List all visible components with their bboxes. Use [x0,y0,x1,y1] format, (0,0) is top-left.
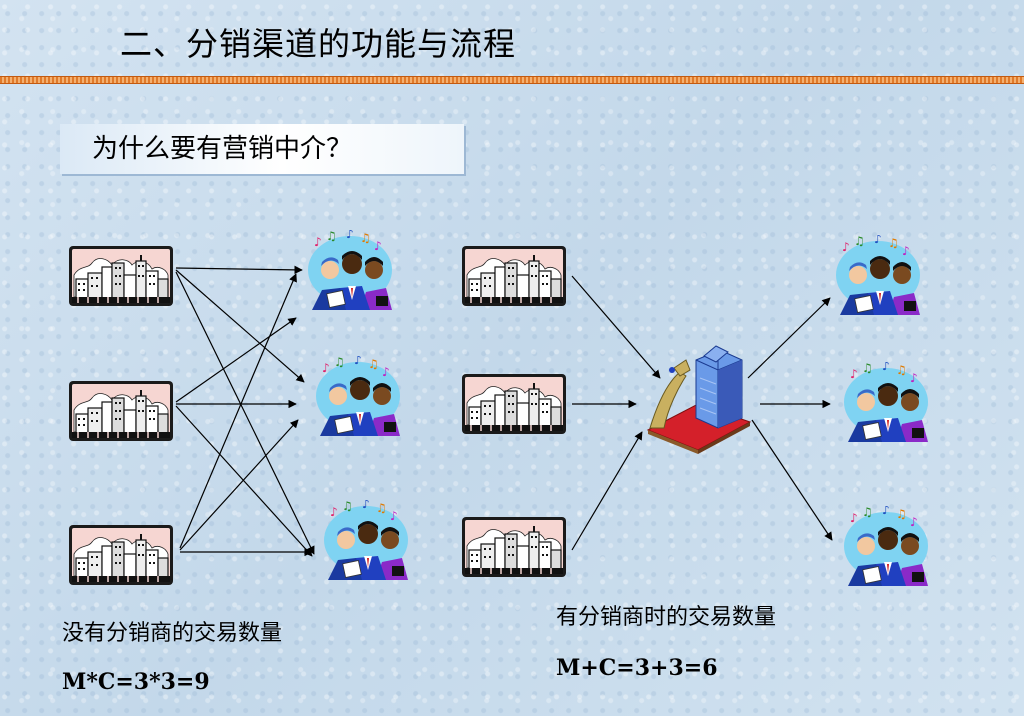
subtitle-box: 为什么要有营销中介？ [60,124,464,174]
arrow-d-rc1 [747,297,831,379]
customer-3-icon [323,500,409,580]
customer-1-icon [307,230,393,310]
manufacturer-2-icon [68,380,174,442]
left-caption: 没有分销商的交易数量 [62,621,283,646]
customer-r2-icon [843,362,929,442]
manufacturer-r1-icon [461,245,567,307]
manufacturer-3-icon [68,524,174,586]
arrow-rm3-d [571,431,643,551]
arrow-m1-c1 [175,265,303,275]
right-caption: 有分销商时的交易数量 [556,605,777,630]
direct-transaction-arrows [175,265,315,557]
manufacturer-r3-icon [461,516,567,578]
distributor-transaction-arrows [571,275,833,551]
manufacturer-r2-icon [461,373,567,435]
manufacturer-1-icon [68,245,174,307]
left-formula: M*C=3*3=9 [62,669,210,695]
arrow-m3-c1 [179,273,297,549]
customer-r1-icon [835,235,921,315]
title-divider [0,76,1024,84]
customer-r3-icon [843,506,929,586]
customer-2-icon [315,356,401,436]
slide-title: 二、分销渠道的功能与流程 [120,25,517,63]
arrow-m1-c3 [175,271,315,555]
arrow-m2-c3 [175,405,313,557]
arrow-d-rc3 [751,419,833,541]
arrow-rm1-d [571,275,661,379]
arrow-m2-c1 [175,317,297,403]
distributor-building-icon [647,345,751,454]
arrow-m3-c2 [179,419,299,551]
subtitle-text: 为什么要有营销中介？ [92,134,353,164]
arrow-m1-c2 [175,269,305,383]
right-formula: M+C=3+3=6 [556,655,718,681]
